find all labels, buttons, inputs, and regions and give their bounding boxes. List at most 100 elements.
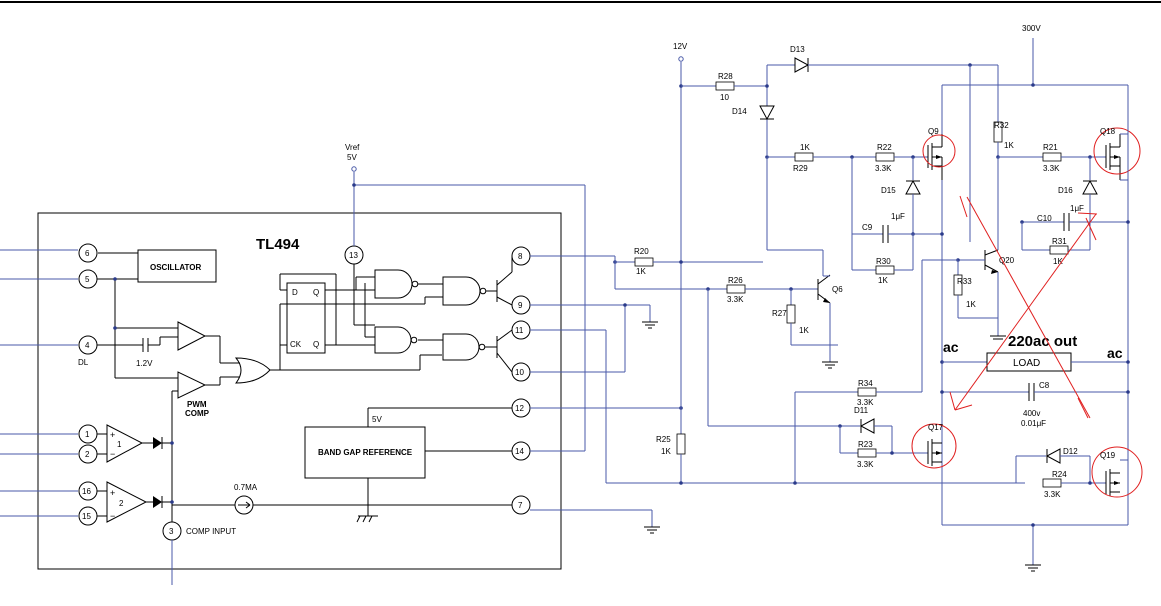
12v-label: 12V (673, 42, 688, 51)
r29-value: 1K (800, 143, 810, 152)
r32-label: R32 (994, 121, 1009, 130)
output-label: 220ac out (1008, 333, 1077, 350)
svg-text:13: 13 (349, 251, 358, 260)
ic-name: TL494 (256, 236, 300, 253)
pin-13: 13 (344, 245, 364, 265)
c10-value: 1μF (1070, 204, 1084, 213)
r25-value: 1K (661, 447, 671, 456)
q18-label: Q18 (1100, 127, 1116, 136)
volt-12-label: 1.2V (136, 359, 153, 368)
ac-left-label: ac (943, 339, 959, 355)
c8-label: C8 (1039, 381, 1050, 390)
pwm-label: PWM (187, 400, 207, 409)
r20-label: R20 (634, 247, 649, 256)
r32-value: 1K (1004, 141, 1014, 150)
r26-label: R26 (728, 276, 743, 285)
r23-label: R23 (858, 440, 873, 449)
c8-voltage: 400v (1023, 409, 1040, 418)
r27-label: R27 (772, 309, 787, 318)
svg-text:2: 2 (119, 499, 124, 508)
c10-label: C10 (1037, 214, 1052, 223)
pin-14: 14 (511, 441, 531, 461)
r34-value: 3.3K (857, 398, 874, 407)
ac-right-label: ac (1107, 345, 1123, 361)
tl494-chip-outline (37, 212, 562, 570)
300v-label: 300V (1022, 24, 1041, 33)
pin-8: 8 (511, 246, 531, 266)
d15-label: D15 (881, 186, 896, 195)
r28-value: 10 (720, 93, 729, 102)
r21-label: R21 (1043, 143, 1058, 152)
svg-text:10: 10 (515, 368, 524, 377)
svg-text:−: − (110, 511, 115, 521)
r24-label: R24 (1052, 470, 1067, 479)
pin-12: 12 (511, 398, 531, 418)
r29-label: R29 (793, 164, 808, 173)
q20-label: Q20 (999, 256, 1015, 265)
q6-label: Q6 (832, 285, 843, 294)
r24-value: 3.3K (1044, 490, 1061, 499)
svg-text:+: + (110, 488, 115, 498)
svg-text:−: − (110, 449, 115, 459)
band-gap-label: BAND GAP REFERENCE (318, 448, 413, 457)
svg-text:9: 9 (518, 301, 523, 310)
oscillator-label: OSCILLATOR (150, 263, 201, 272)
pin-5: 5 (78, 269, 98, 289)
ff-d-label: D (292, 288, 298, 297)
c9-value: 1μF (891, 212, 905, 221)
d16-label: D16 (1058, 186, 1073, 195)
pin-3: 3 (162, 521, 182, 541)
svg-text:+: + (110, 430, 115, 440)
pin-4: 4 (78, 335, 98, 355)
svg-text:4: 4 (85, 341, 90, 350)
svg-text:5: 5 (85, 275, 90, 284)
r33-label: R33 (957, 277, 972, 286)
r34-label: R34 (858, 379, 873, 388)
svg-text:3: 3 (169, 527, 174, 536)
ff-q2-label: Q (313, 340, 319, 349)
r22-value: 3.3K (875, 164, 892, 173)
comp-input-label: COMP INPUT (186, 527, 236, 536)
c9-label: C9 (862, 223, 873, 232)
svg-text:6: 6 (85, 249, 90, 258)
pin-10: 10 (511, 362, 531, 382)
r31-value: 1K (1053, 257, 1063, 266)
r30-value: 1K (878, 276, 888, 285)
pin-11: 11 (511, 320, 531, 340)
r30-label: R30 (876, 257, 891, 266)
svg-text:8: 8 (518, 252, 523, 261)
d14-label: D14 (732, 107, 747, 116)
current-source-label: 0.7MA (234, 483, 258, 492)
r22-label: R22 (877, 143, 892, 152)
r23-value: 3.3K (857, 460, 874, 469)
pin-9: 9 (511, 295, 531, 315)
svg-text:11: 11 (515, 326, 524, 335)
pin-16: 16 (78, 481, 98, 501)
comp-label: COMP (185, 409, 210, 418)
r28-label: R28 (718, 72, 733, 81)
c8-value: 0.01μF (1021, 419, 1046, 428)
r33-value: 1K (966, 300, 976, 309)
d11-label: D11 (854, 406, 869, 415)
ff-ck-label: CK (290, 340, 302, 349)
q17-label: Q17 (928, 423, 944, 432)
svg-text:2: 2 (85, 450, 90, 459)
svg-text:12: 12 (515, 404, 524, 413)
d12-label: D12 (1063, 447, 1078, 456)
vref-label: Vref (345, 143, 360, 152)
r25-label: R25 (656, 435, 671, 444)
ff-q-label: Q (313, 288, 319, 297)
vref-5v-label: 5V (347, 153, 357, 162)
r27-value: 1K (799, 326, 809, 335)
r20-value: 1K (636, 267, 646, 276)
svg-text:7: 7 (518, 501, 523, 510)
pin-7: 7 (511, 495, 531, 515)
svg-text:1: 1 (117, 440, 122, 449)
q19-label: Q19 (1100, 451, 1116, 460)
pin-1: 1 (78, 424, 98, 444)
svg-text:16: 16 (82, 487, 91, 496)
dt-label: DL (78, 358, 89, 367)
r26-value: 3.3K (727, 295, 744, 304)
r31-label: R31 (1052, 237, 1067, 246)
